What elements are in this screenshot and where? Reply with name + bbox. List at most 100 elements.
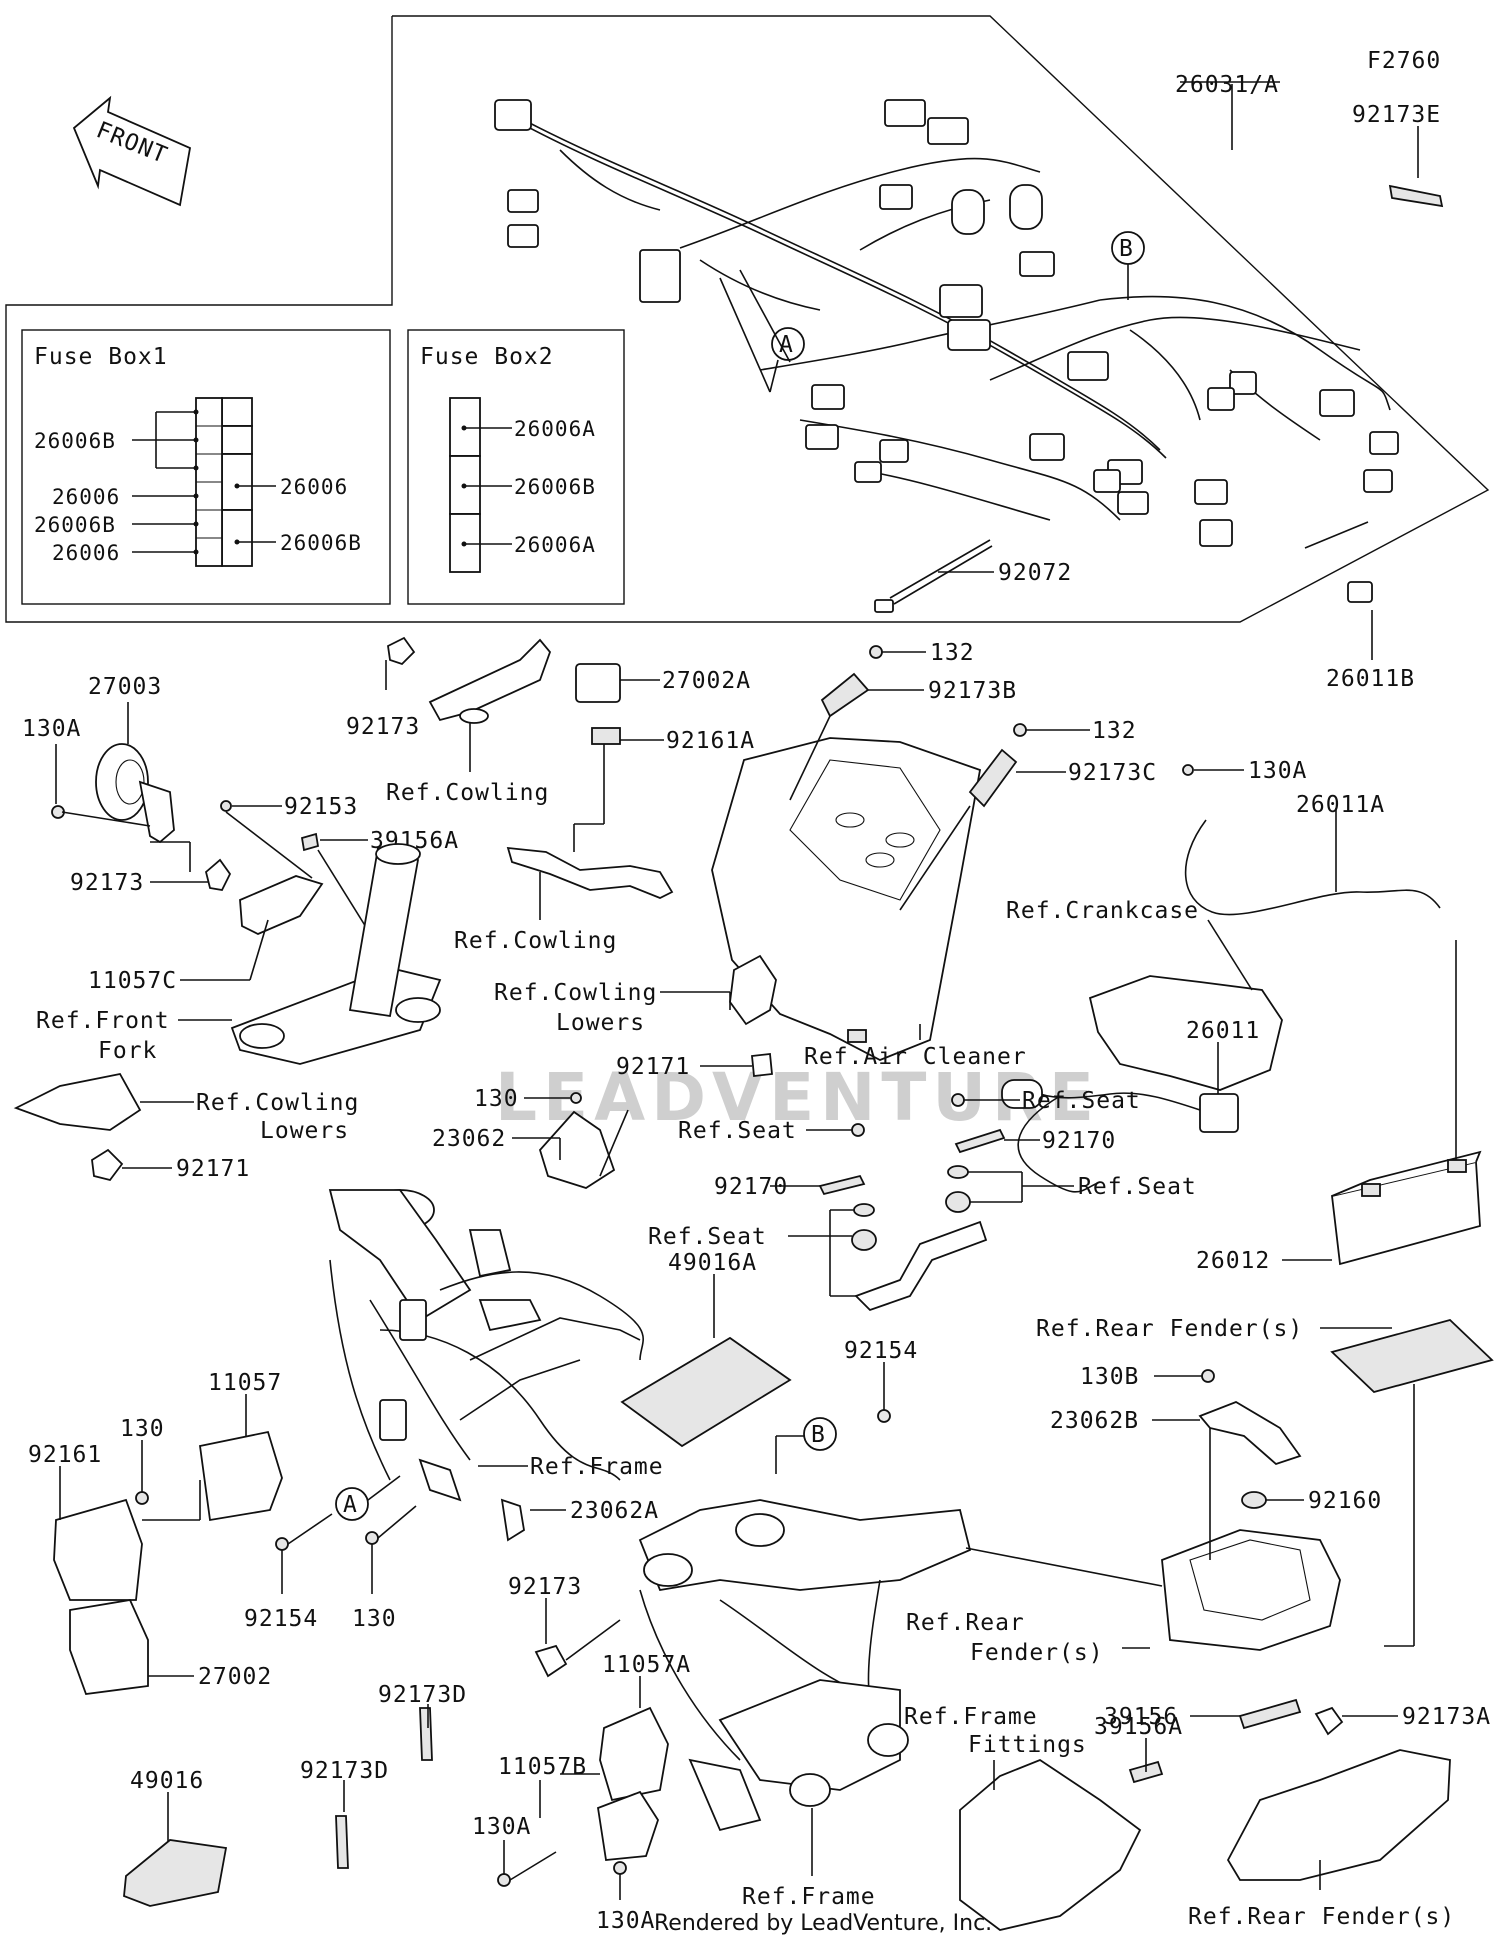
air-cleaner-housing — [711, 737, 982, 1061]
label-92173d-1: 92173D — [378, 1682, 467, 1708]
fuse2-label-0: 26006A — [514, 417, 596, 441]
clip-92173d-2 — [335, 1815, 349, 1869]
fuse1-label-4: 26006 — [280, 475, 348, 499]
fuse1-label-3: 26006 — [52, 541, 120, 565]
fuse1-label-0: 26006B — [34, 429, 116, 453]
label-92171-1: 92171 — [616, 1054, 690, 1080]
bolt-ref-seat-2 — [951, 1093, 965, 1107]
label-ref-front-fork-1: Ref.Front — [36, 1008, 170, 1034]
label-92173b: 92173B — [928, 678, 1017, 704]
label-27002a: 27002A — [662, 668, 751, 694]
fuse1-label-2: 26006B — [34, 513, 116, 537]
clip-92173b — [820, 672, 870, 718]
label-92173-1: 92173 — [70, 870, 144, 896]
bolt-130-3 — [365, 1531, 379, 1545]
bolt-ref-seat-1 — [851, 1123, 865, 1137]
bolt-130a-2 — [1182, 764, 1194, 776]
label-23062: 23062 — [432, 1126, 506, 1152]
label-130-3: 130 — [352, 1606, 397, 1632]
label-92171-2: 92171 — [176, 1156, 250, 1182]
label-132-1: 132 — [930, 640, 975, 666]
fuse-box2-panel — [407, 329, 625, 605]
label-92160: 92160 — [1308, 1488, 1382, 1514]
battery-26012 — [1331, 1150, 1482, 1266]
bracket-23062a — [500, 1498, 525, 1542]
label-ref-frame-fittings-1: Ref.Frame — [904, 1704, 1038, 1730]
bolt-130-1 — [570, 1092, 582, 1104]
label-ref-seat-2: Ref.Seat — [1022, 1088, 1141, 1114]
label-23062a: 23062A — [570, 1498, 659, 1524]
clip-92173d-1 — [419, 1707, 433, 1761]
label-92154-2: 92154 — [244, 1606, 318, 1632]
marker-b-top-label: B — [1119, 236, 1134, 262]
bolt-130a-3 — [497, 1873, 511, 1887]
relay-26011 — [1199, 1093, 1239, 1133]
bracket-seat — [854, 1220, 988, 1312]
label-49016: 49016 — [130, 1768, 204, 1794]
cover-39156 — [1238, 1698, 1302, 1730]
bolt-132-2 — [1013, 723, 1027, 737]
label-ref-seat-3: Ref.Seat — [1078, 1174, 1197, 1200]
label-92173-3: 92173 — [508, 1574, 582, 1600]
label-92154-1: 92154 — [844, 1338, 918, 1364]
bolt-130b — [1201, 1369, 1215, 1383]
label-ref-cowling-1: Ref.Cowling — [386, 780, 549, 806]
label-26011: 26011 — [1186, 1018, 1260, 1044]
label-92170-1: 92170 — [714, 1174, 788, 1200]
label-92153: 92153 — [284, 794, 358, 820]
label-23062b: 23062B — [1050, 1408, 1139, 1434]
fuse2-label-1: 26006B — [514, 475, 596, 499]
cable-26011a — [1184, 819, 1441, 916]
figure-code: F2760 — [1367, 48, 1441, 74]
front-fork-bracket — [230, 843, 442, 1065]
label-92161a: 92161A — [666, 728, 755, 754]
clip-92173e — [1388, 184, 1444, 208]
label-92170-2: 92170 — [1042, 1128, 1116, 1154]
ecu-27002 — [69, 1598, 149, 1695]
label-130-1: 130 — [474, 1086, 519, 1112]
battery-case — [1161, 1529, 1341, 1651]
fuse-box1-title: Fuse Box1 — [34, 344, 168, 370]
label-92173c: 92173C — [1068, 760, 1157, 786]
label-ref-frame-fittings-2: Fittings — [968, 1732, 1087, 1758]
label-11057: 11057 — [208, 1370, 282, 1396]
damper-92160 — [1241, 1491, 1267, 1509]
cowling-lower-left — [13, 1072, 142, 1131]
label-27003: 27003 — [88, 674, 162, 700]
connector-26011b — [1347, 581, 1373, 603]
clip-92173c — [968, 748, 1018, 808]
label-39156a-2: 39156A — [1094, 1714, 1183, 1740]
label-ref-rear-fender-3: Ref.Rear Fender(s) — [1188, 1904, 1455, 1930]
fuse-box1-fuses — [193, 397, 253, 567]
marker-b-bottom-label: B — [811, 1422, 826, 1448]
screw-92153 — [220, 800, 232, 812]
bracket-11057 — [198, 1430, 283, 1522]
marker-a-bottom — [335, 1487, 369, 1521]
bolt-92154-1 — [877, 1409, 891, 1423]
label-ref-seat-1: Ref.Seat — [678, 1118, 797, 1144]
watermark: LEADVENTURE — [495, 1059, 1100, 1136]
label-92161: 92161 — [28, 1442, 102, 1468]
clip-92173-1 — [204, 858, 232, 891]
clip-92173-3 — [534, 1644, 568, 1678]
fuse-box2-fuses — [449, 397, 481, 573]
marker-a-top-label: A — [779, 332, 794, 358]
label-92072: 92072 — [998, 560, 1072, 586]
pad-92170-1 — [818, 1174, 866, 1196]
frame-drawing — [328, 1189, 644, 1502]
relay-27002a — [575, 663, 621, 703]
label-ref-cowling-lowers-b2: Lowers — [260, 1118, 349, 1144]
label-132-2: 132 — [1092, 718, 1137, 744]
label-130a-4: 130A — [596, 1908, 655, 1934]
label-130a-2: 130A — [1248, 758, 1307, 784]
marker-a-bottom-label: A — [343, 1492, 358, 1518]
label-ref-front-fork-2: Fork — [98, 1038, 157, 1064]
credit-text: Rendered by LeadVenture, Inc. — [654, 1911, 992, 1936]
label-26011a: 26011A — [1296, 792, 1385, 818]
pad-rear-fender — [1330, 1318, 1494, 1394]
plate-49016a — [620, 1336, 792, 1448]
bracket-cowling-2 — [506, 846, 674, 899]
bracket-23062 — [538, 1110, 616, 1189]
bracket-cowling-1 — [428, 638, 552, 722]
